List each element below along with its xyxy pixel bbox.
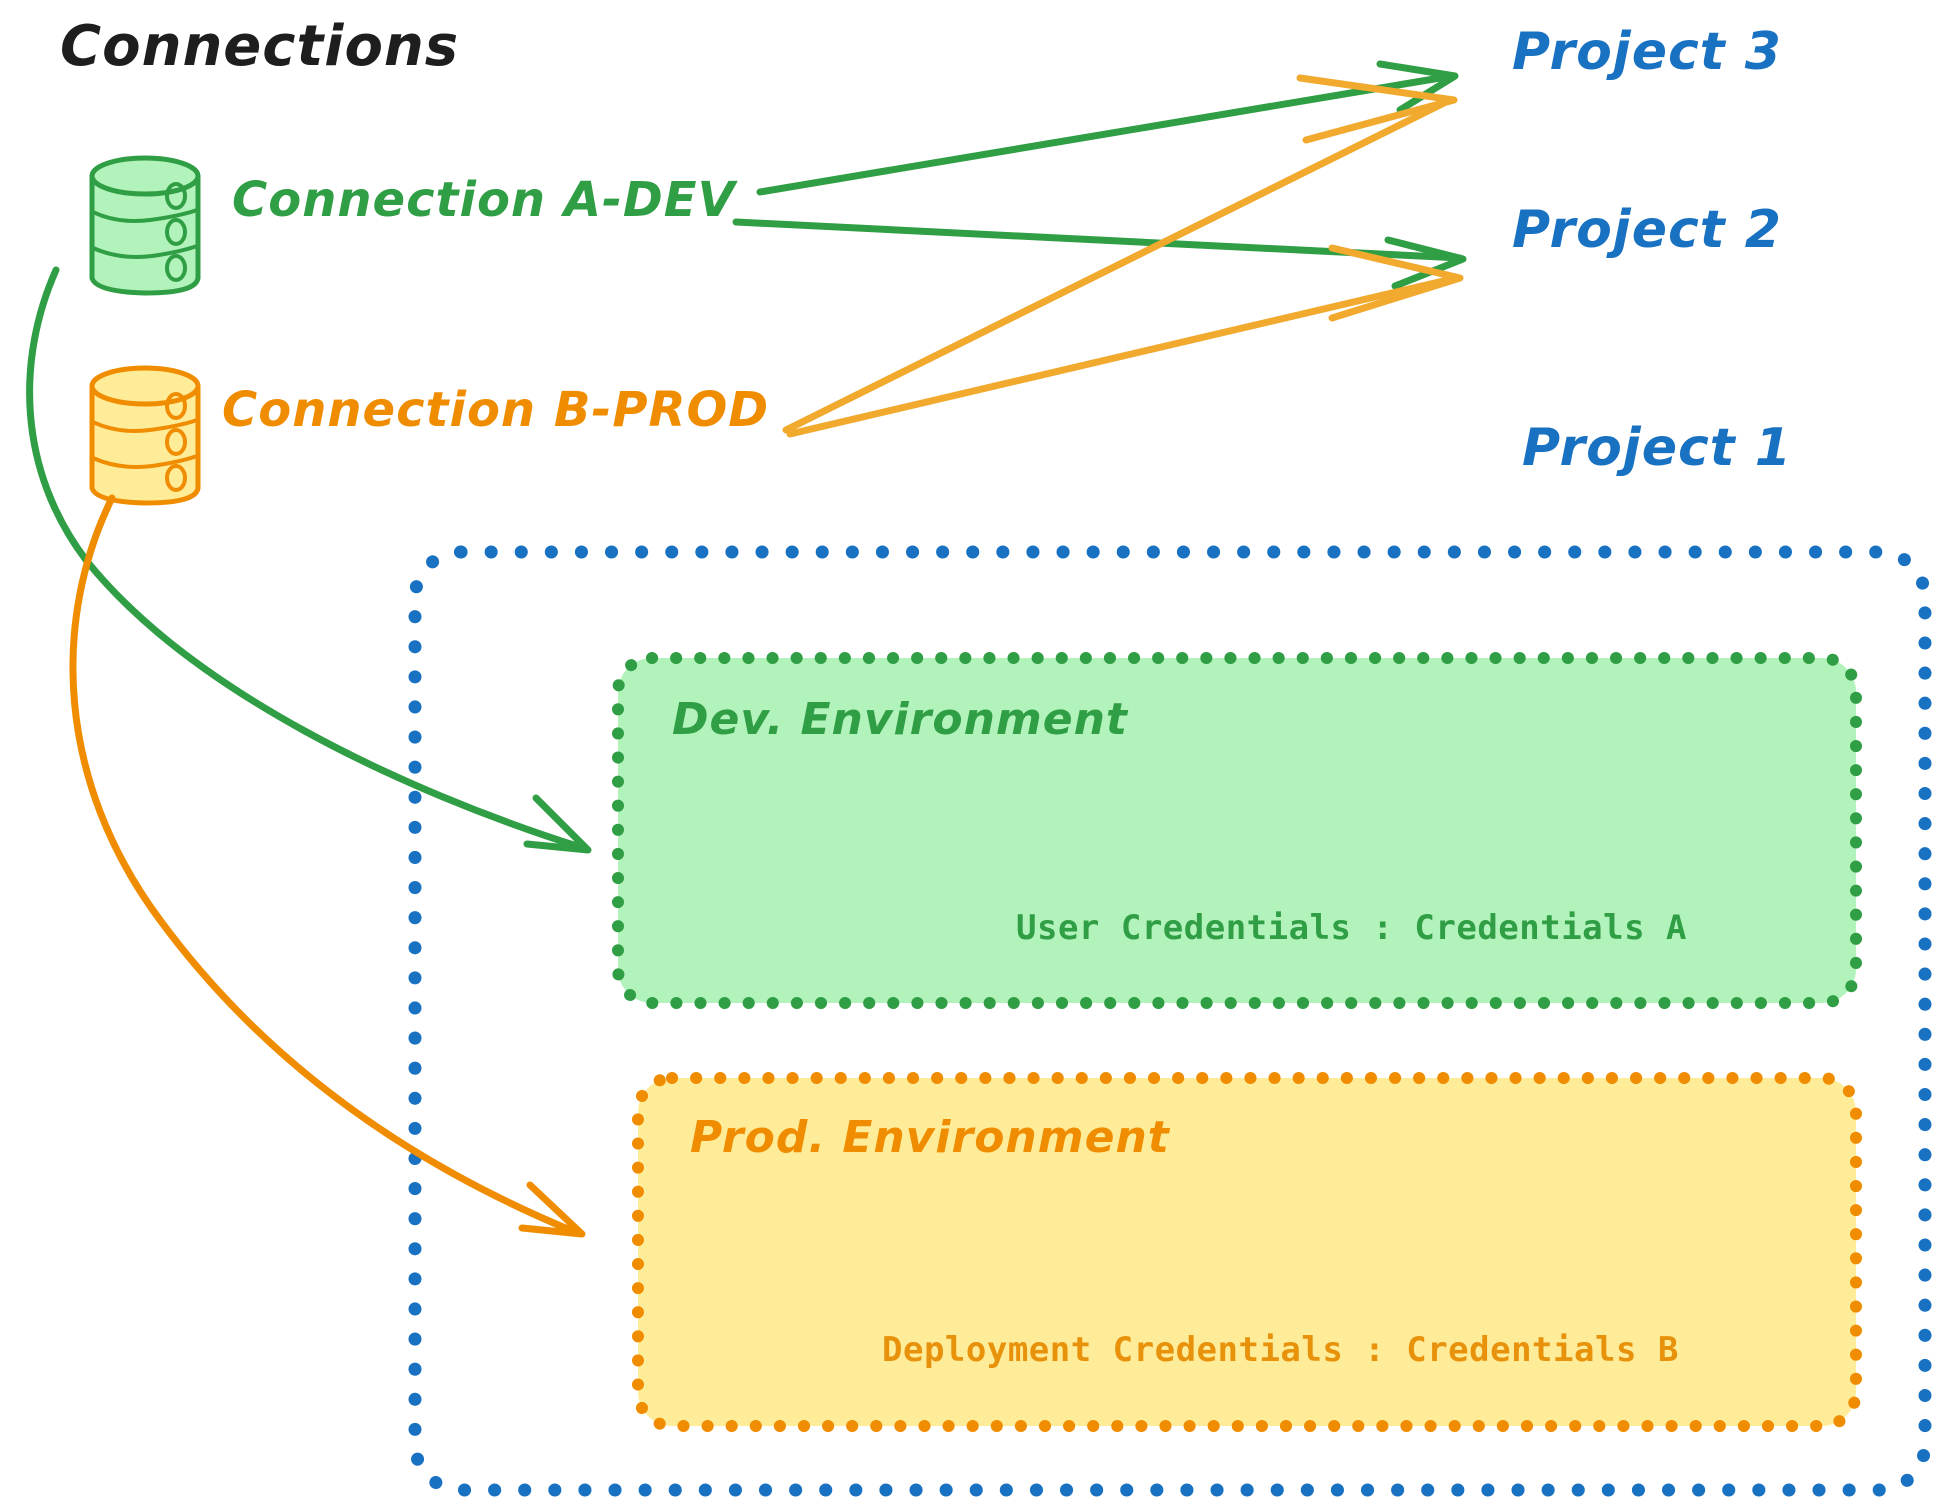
prod-environment-credentials: Deployment Credentials : Credentials B <box>882 1330 1679 1370</box>
project-2-label[interactable]: Project 2 <box>1512 200 1782 260</box>
dev-environment-title: Dev. Environment <box>672 694 1128 745</box>
edge-a-dev-to-project-3 <box>756 60 1459 196</box>
connection-b-prod-database-icon[interactable] <box>89 365 201 506</box>
project-1-label[interactable]: Project 1 <box>1522 418 1792 478</box>
prod-environment-title: Prod. Environment <box>690 1112 1170 1163</box>
edge-b-prod-to-project-2 <box>786 244 1464 438</box>
project-3-label[interactable]: Project 3 <box>1512 22 1782 82</box>
dev-environment-box[interactable] <box>612 652 1862 1009</box>
edge-a-dev-to-dev-environment <box>26 266 592 854</box>
page-title: Connections <box>60 14 460 79</box>
edge-b-prod-to-prod-environment <box>69 494 586 1238</box>
connection-b-prod-label[interactable]: Connection B-PROD <box>222 382 770 438</box>
dev-environment-credentials: User Credentials : Credentials A <box>1016 908 1688 948</box>
prod-environment-box[interactable] <box>632 1072 1862 1432</box>
connection-a-dev-database-icon[interactable] <box>89 155 201 296</box>
edge-b-prod-to-project-3 <box>782 74 1458 434</box>
connection-a-dev-label[interactable]: Connection A-DEV <box>232 172 736 228</box>
